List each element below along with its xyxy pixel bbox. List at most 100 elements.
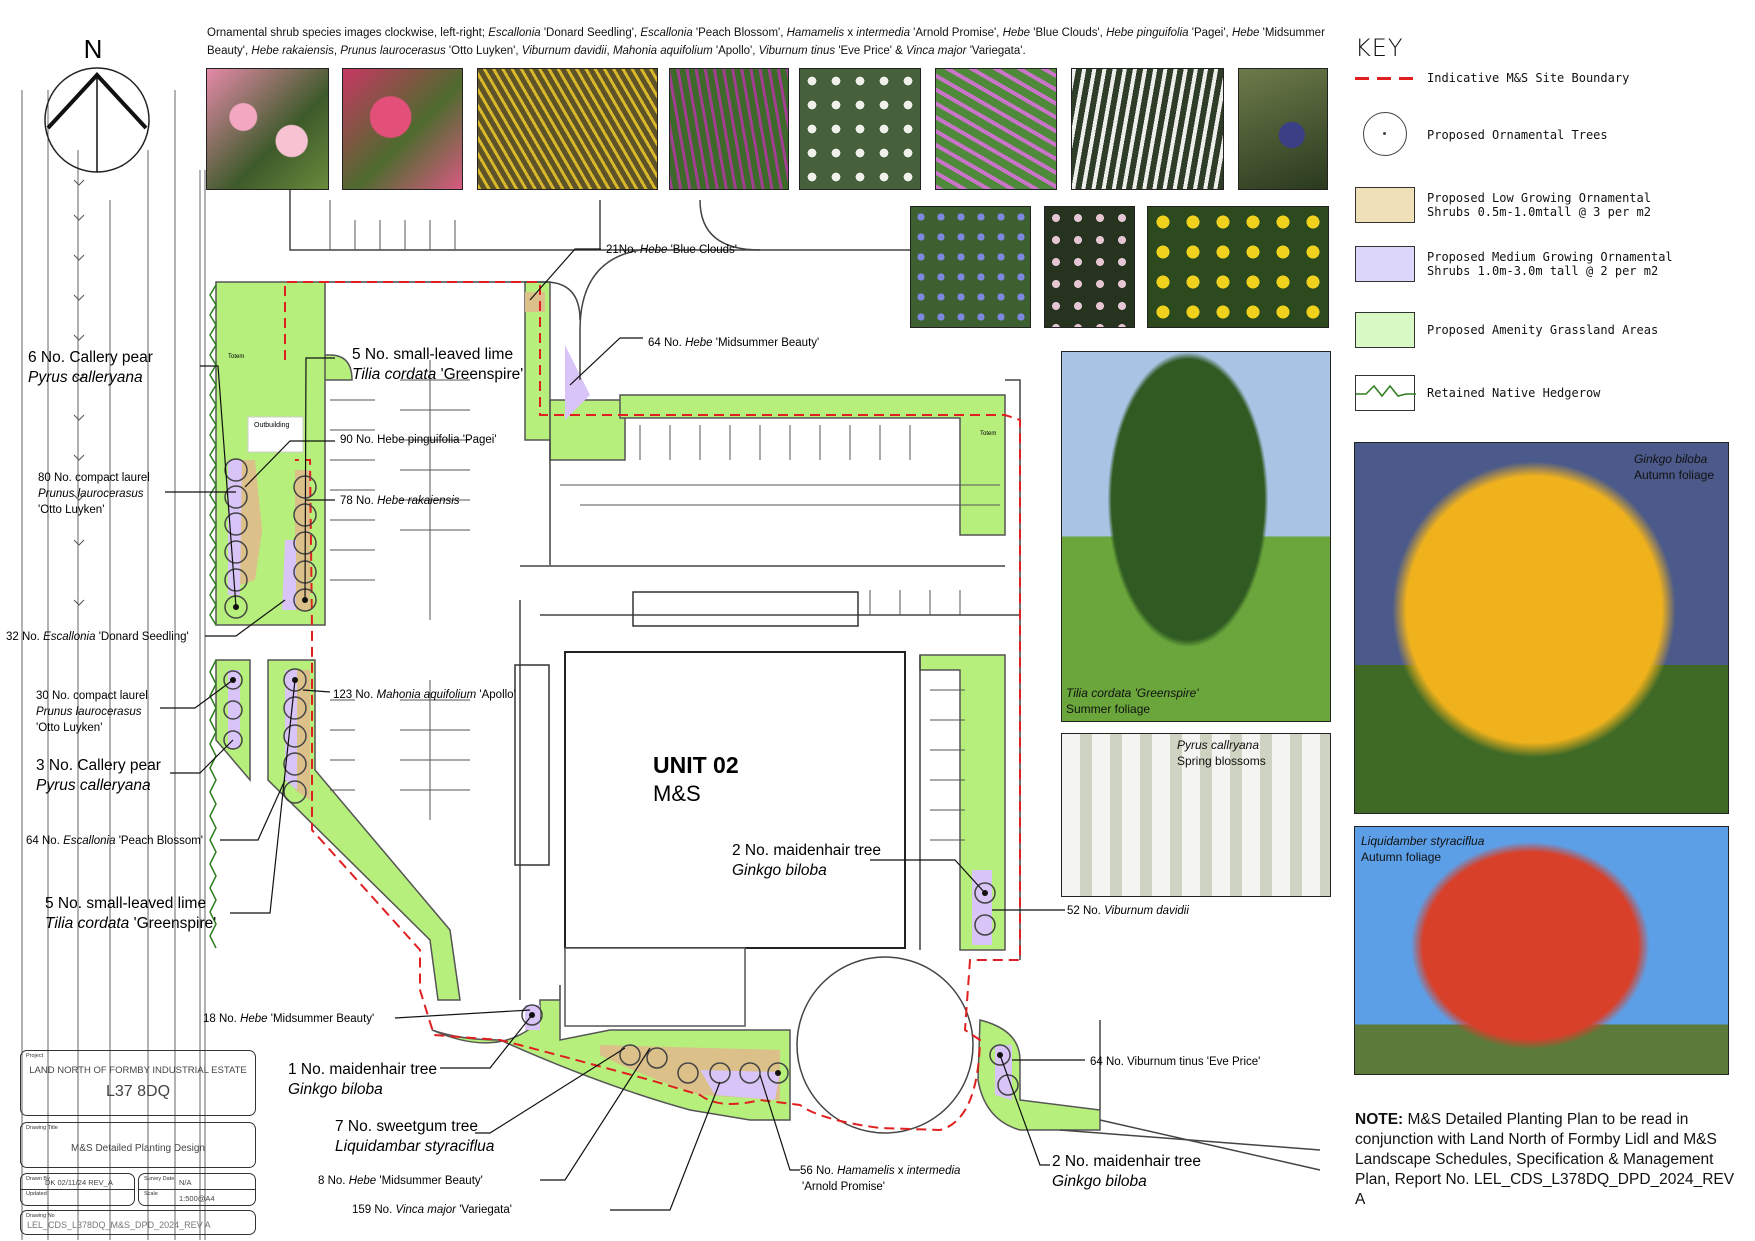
caption-segment: 'Peach Blossom', (692, 27, 787, 39)
label-hebe-midsummer-64: 64 No. Hebe 'Midsummer Beauty' (648, 337, 819, 349)
building-title: UNIT 02 (653, 752, 739, 778)
photo-species: Ginkgo biloba (1633, 452, 1708, 466)
scale: 1:500@A4 (179, 1194, 215, 1203)
label-hebe-blue-clouds: 21No. Hebe 'Blue Clouds' (606, 244, 737, 256)
tree-circle-icon (1355, 112, 1415, 158)
caption-segment: Hebe rakaiensis (251, 45, 334, 57)
label-hebe-pagei: 90 No. Hebe pinguifolia 'Pagei' (340, 434, 497, 446)
swatch-grassland (1355, 312, 1415, 348)
caption-segment: 'Otto Luyken', (445, 45, 522, 57)
caption-segment: 'Donard Seedling', (540, 27, 641, 39)
medium-shrub-areas (228, 345, 1012, 1100)
building-unit-02 (564, 651, 906, 949)
project-name: LAND NORTH OF FORMBY INDUSTRIAL ESTATE (29, 1065, 247, 1076)
label-viburnum-eve-price: 64 No. Viburnum tinus 'Eve Price' (1090, 1056, 1260, 1068)
caption-segment: Viburnum tinus (758, 45, 836, 57)
photo-liquidambar-styraciflua: Liquidamber styraciflua Autumn foliage (1354, 826, 1729, 1075)
roundabout (796, 956, 974, 1134)
caption-segment: Hebe (1231, 27, 1260, 39)
caption-segment: 'Eve Price' & (835, 45, 906, 57)
legend-item-medium-shrubs: Proposed Medium Growing Ornamental Shrub… (1355, 246, 1673, 282)
caption-segment: 'Blue Clouds', (1030, 27, 1107, 39)
caption-segment: 'Midsummer Beauty', (207, 27, 1325, 57)
photo-tilia-cordata: Tilia cordata 'Greenspire' Summer foliag… (1061, 351, 1331, 722)
legend-item-hedgerow: Retained Native Hedgerow (1355, 375, 1600, 411)
photo-ginkgo-biloba: Ginkgo biloba Autumn foliage (1354, 442, 1729, 814)
lane-chevrons (73, 179, 85, 606)
caption-segment: Escallonia (488, 27, 541, 39)
legend-item-low-shrubs: Proposed Low Growing Ornamental Shrubs 0… (1355, 187, 1651, 223)
caption-segment: intermedia (856, 27, 910, 39)
totem-label: Totem (980, 431, 996, 437)
title-block-drawing-no: Drawing No LEL_CDS_L378DQ_M&S_DPD_2024_R… (20, 1210, 256, 1235)
tree-dots (230, 597, 1003, 1076)
accessible-bays (514, 664, 550, 866)
title-block-drawn-by: Drawn By DK 02/11/24 REV_A Updated (20, 1173, 135, 1206)
service-yard (564, 947, 746, 1027)
label-viburnum-davidii: 52 No. Viburnum davidii (1067, 905, 1189, 917)
photo-species: Tilia cordata 'Greenspire' (1066, 686, 1199, 700)
hedgerow-icon (1355, 375, 1416, 411)
photo-prunus-otto-luyken (1238, 68, 1328, 190)
project-postcode: L37 8DQ (105, 1083, 171, 1100)
photo-pyrus-calleryana: Pyrus callryana Spring blossoms (1061, 733, 1331, 897)
caption-segment: Hebe pinguifolia (1106, 27, 1189, 39)
survey-date: N/A (179, 1178, 192, 1187)
caption-segment: Mahonia aquifolium (612, 45, 713, 57)
title-block-drawing-title: Drawing Title M&S Detailed Planting Desi… (20, 1122, 256, 1168)
outbuilding-label: Outbuilding (254, 422, 290, 429)
site-boundary (284, 281, 1021, 1132)
photo-vinca-major-variegata (1147, 206, 1329, 328)
photo-species: Liquidamber styraciflua (1361, 834, 1485, 848)
drawing-title: M&S Detailed Planting Design (71, 1143, 205, 1154)
label-escallonia-peach: 64 No. Escallonia 'Peach Blossom' (26, 835, 203, 847)
photo-hamamelis-arnold-promise (477, 68, 658, 190)
caption-segment: 'Apollo', (712, 45, 759, 57)
totem-label: Totem (228, 354, 244, 360)
dashed-line-icon (1355, 71, 1415, 85)
photo-hebe-midsummer-beauty (935, 68, 1057, 190)
legend-title: KEY (1355, 34, 1404, 62)
caption-segment: , (333, 45, 341, 57)
label-escallonia-donard: 32 No. Escallonia 'Donard Seedling' (6, 631, 189, 643)
caption-segment: 'Pagei', (1188, 27, 1232, 39)
photo-species: Pyrus callryana (1177, 738, 1260, 752)
caption-segment: 'Variegata'. (966, 45, 1026, 57)
legend-item-trees: Proposed Ornamental Trees (1355, 112, 1608, 158)
hedgerow (209, 284, 217, 626)
legend-item-grassland: Proposed Amenity Grassland Areas (1355, 312, 1658, 348)
hedgerow (209, 659, 217, 949)
caption-segment: Ornamental shrub species images clockwis… (207, 27, 489, 39)
photo-note: Autumn foliage (1633, 468, 1714, 482)
photo-escallonia-peach-blossom (342, 68, 463, 190)
caption-segment: Vinca major (905, 45, 967, 57)
caption-segment: Hebe (1002, 27, 1031, 39)
caption-segment: Hamamelis (786, 27, 845, 39)
leader-lines (160, 248, 1085, 1211)
swatch-medium-shrubs (1355, 246, 1415, 282)
north-arrow: N (44, 34, 150, 173)
caption-segment: , (606, 45, 613, 57)
caption-segment: Prunus laurocerasus (340, 45, 446, 57)
north-label: N (84, 34, 103, 64)
title-block-project: Project LAND NORTH OF FORMBY INDUSTRIAL … (20, 1050, 256, 1116)
label-hebe-rakaiensis: 78 No. Hebe rakaiensis (340, 495, 460, 507)
legend: KEY Indicative M&S Site Boundary Propose… (1355, 34, 1745, 411)
label-hamamelis: 56 No. Hamamelis x intermedia'Arnold Pro… (800, 1165, 960, 1193)
photo-hebe-rakaiensis (1071, 68, 1224, 190)
ev-bays (632, 591, 859, 627)
road-lines (21, 90, 206, 1240)
caption-segment: 'Arnold Promise', (909, 27, 1003, 39)
photo-escallonia-donard-seedling (206, 68, 329, 190)
photo-hebe-pinguifolia-pagei (799, 68, 921, 190)
outbuilding (247, 416, 304, 453)
planting-note: NOTE: M&S Detailed Planting Plan to be r… (1355, 1111, 1735, 1208)
photo-mahonia-apollo (1044, 206, 1135, 328)
